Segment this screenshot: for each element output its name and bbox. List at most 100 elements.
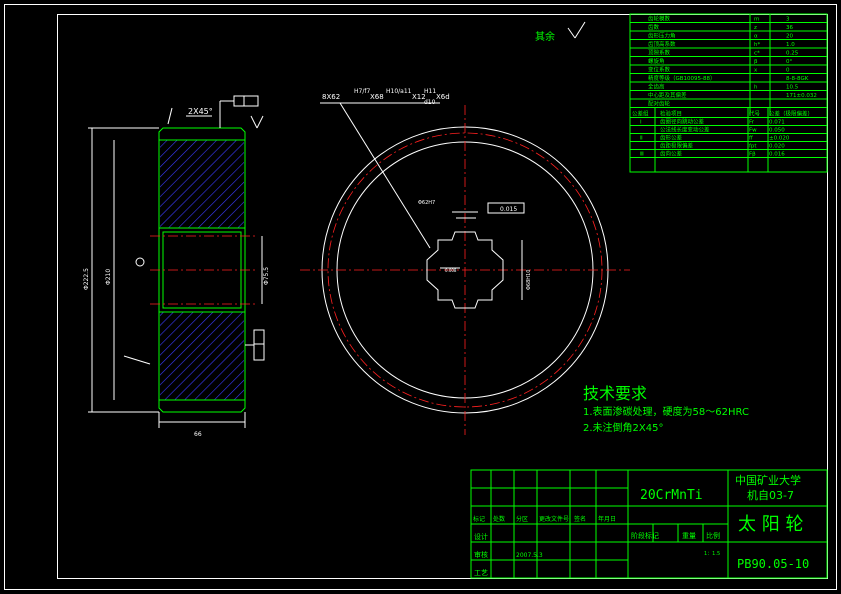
param-value: 0°	[786, 59, 792, 65]
scale-value: 1：1.5	[704, 551, 720, 557]
param-value: 171±0.032	[786, 93, 817, 99]
outer-frame	[4, 4, 837, 590]
group-cell: 齿向公差	[660, 150, 683, 158]
group-cell: 0.016	[769, 152, 785, 158]
spline-l8: X6d	[436, 93, 450, 101]
spline-l5: X12	[412, 93, 426, 101]
tech-line-1: 1.表面渗碳处理，硬度为58～62HRC	[583, 405, 749, 418]
param-value: 0.25	[786, 51, 799, 57]
weight-label: 重量	[682, 532, 696, 540]
section-view: Φ222.5 Φ210 Φ75.5 66 2X45°	[83, 95, 270, 438]
group-header-cell: 公差组	[632, 110, 649, 118]
group-header-cell: 检验项目	[660, 110, 682, 118]
spline-leader	[339, 102, 431, 249]
param-name: 齿轮模数	[648, 15, 671, 23]
param-value: 8-8-8GK	[786, 76, 809, 82]
dim-width: 66	[194, 431, 202, 438]
param-symbol: c*	[754, 51, 760, 57]
param-name: 配对齿轮	[648, 100, 671, 108]
hdr-mark: 标记	[473, 515, 485, 523]
material: 20CrMnTi	[640, 488, 703, 503]
title-block: 中国矿业大学 机自03-7 20CrMnTi 太 阳 轮 PB90.05-10 …	[470, 469, 828, 579]
spline-l1: 8X62	[322, 93, 340, 101]
hdr-zone: 分区	[516, 515, 528, 523]
inner-mark: 0.008	[445, 268, 457, 273]
hdr-sign: 签名	[574, 515, 586, 523]
group-cell: Fβ	[749, 152, 756, 158]
part-name: 太 阳 轮	[738, 514, 803, 535]
spline-l7: d10	[424, 99, 436, 106]
param-symbol: z	[754, 25, 757, 31]
param-name: 螺旋角	[648, 57, 665, 65]
group-cell: 齿形公差	[660, 134, 683, 142]
stage-label: 阶段标记	[631, 531, 659, 540]
param-symbol: β	[754, 59, 758, 65]
param-name: 全齿高	[648, 83, 665, 91]
param-name: 齿数	[648, 23, 660, 31]
process-label: 工艺	[474, 569, 488, 577]
group-cell: ff	[749, 136, 753, 142]
param-symbol: x	[754, 68, 758, 74]
group-cell: fpt	[749, 144, 757, 150]
param-value: 36	[786, 25, 793, 31]
dim-outer: Φ222.5	[83, 268, 90, 290]
front-view: 8X62 H7/f7 X68 H10/a11 X12 H11 d10 X6d Φ…	[300, 88, 630, 435]
group-cell: Ⅲ	[640, 152, 644, 158]
hdr-doc: 更改文件号	[539, 515, 569, 523]
param-symbol: h	[754, 85, 758, 91]
hdr-date: 年月日	[598, 515, 616, 523]
review-label: 审核	[474, 550, 488, 559]
param-symbol: α	[754, 34, 758, 40]
group-cell: ±0.020	[769, 136, 790, 142]
tech-title: 技术要求	[583, 384, 647, 403]
group-cell: 齿圈径向跳动公差	[660, 118, 705, 126]
dim-bore: Φ75.5	[263, 267, 270, 285]
group-cell: 0.050	[769, 128, 785, 134]
group-cell: Ⅰ	[640, 120, 642, 126]
spline-l2: H7/f7	[354, 88, 370, 95]
param-value: 10.5	[786, 85, 799, 91]
drawing-number: PB90.05-10	[737, 557, 809, 571]
chamfer-label: 2X45°	[188, 107, 213, 116]
school-name: 中国矿业大学	[735, 473, 801, 487]
param-name: 精度等级（GB10095-88）	[648, 74, 716, 82]
inner-big-dim: Φ68H10	[526, 270, 532, 290]
design-label: 设计	[474, 532, 488, 541]
hatch-top	[160, 140, 244, 228]
group-cell: 0.071	[769, 120, 785, 126]
param-symbol: m	[754, 17, 759, 23]
spline-l6: H11	[424, 88, 436, 95]
param-symbol: h*	[754, 42, 760, 48]
param-name: 变位系数	[648, 66, 671, 74]
spline-bore	[426, 231, 504, 309]
inner-small-dim: Φ62H7	[418, 200, 435, 206]
tech-line-2: 2.未注倒角2X45°	[583, 421, 663, 434]
group-header-cell: 公差（极限偏差）	[769, 110, 813, 118]
spline-l4: H10/a11	[386, 88, 412, 95]
dim-root: Φ210	[105, 269, 112, 285]
design-date: 2007.5.3	[516, 552, 543, 559]
hatch-bottom	[160, 312, 244, 400]
group-cell: Ⅱ	[640, 136, 643, 142]
param-name: 齿顶高系数	[648, 40, 676, 48]
param-value: 3	[786, 17, 790, 23]
param-name: 齿形压力角	[648, 32, 676, 40]
tech-requirements: 技术要求 1.表面渗碳处理，硬度为58～62HRC 2.未注倒角2X45°	[583, 384, 749, 434]
group-cell: Fr	[749, 120, 755, 126]
param-name: 顶隙系数	[648, 49, 671, 57]
group-cell: 公法线长度变动公差	[660, 126, 710, 134]
spline-l3: X68	[370, 93, 384, 101]
group-cell: 0.020	[769, 144, 785, 150]
group-cell: Fw	[749, 128, 757, 134]
class-name: 机自03-7	[747, 488, 794, 502]
param-value: 1.0	[786, 42, 795, 48]
hdr-count: 处数	[493, 515, 505, 523]
group-header-cell: 代号	[749, 110, 761, 118]
group-cell: 齿距极限偏差	[660, 142, 694, 150]
param-name: 中心距及其偏差	[648, 91, 687, 99]
tolerance-box: 0.015	[500, 206, 517, 213]
inner-frame	[57, 14, 828, 579]
param-value: 0	[786, 68, 790, 74]
ratio-label: 比例	[706, 531, 720, 540]
